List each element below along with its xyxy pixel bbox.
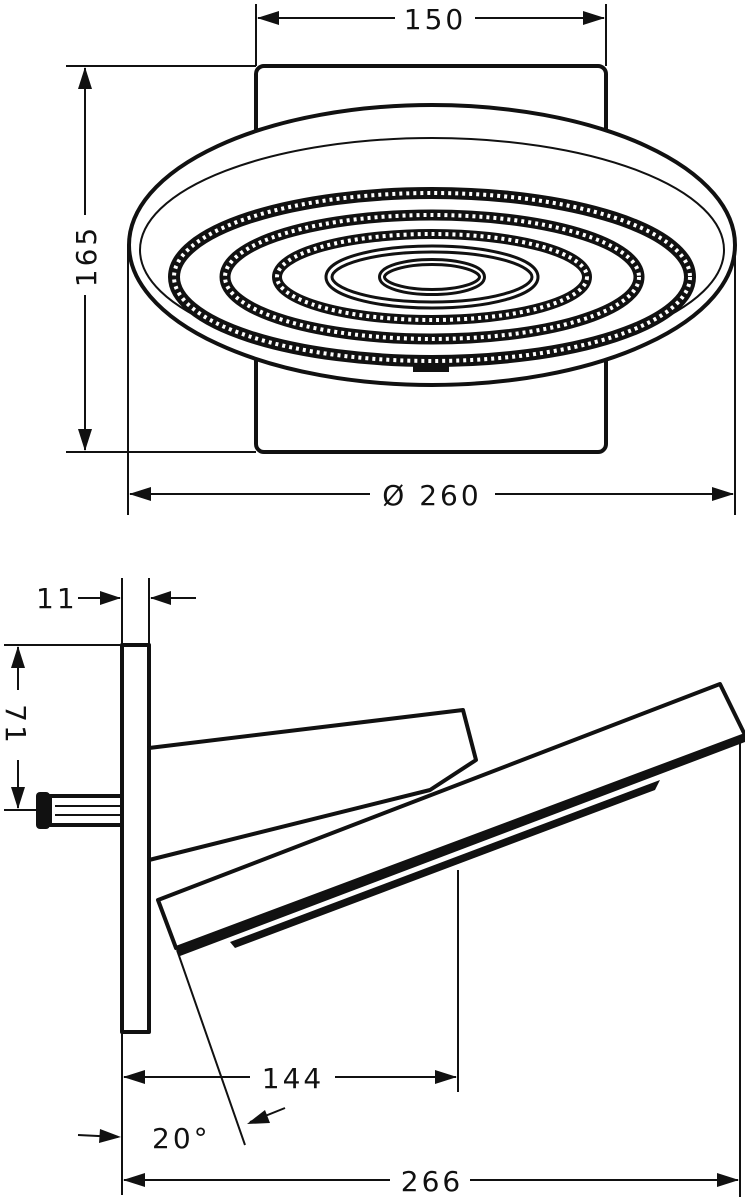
shower-head-side	[156, 682, 745, 950]
dimension-label-144: 144	[262, 1062, 324, 1095]
dimension-260: Ø 260	[127, 245, 736, 515]
dimension-144: 144	[121, 870, 459, 1195]
dimension-label-260: Ø 260	[382, 479, 481, 512]
dimension-label-20-degrees: 20°	[152, 1122, 211, 1155]
dimension-label-150: 150	[404, 3, 466, 36]
shower-head-face	[176, 735, 745, 956]
dimension-71: 71	[0, 644, 120, 811]
dimension-150: 150	[255, 3, 607, 66]
dimension-angle-20: 20°	[77, 949, 286, 1155]
top-view: 150 165 Ø 260	[66, 3, 737, 515]
side-view: 11 71 144 20° 266	[0, 578, 745, 1198]
wall-plate-side	[120, 643, 151, 1034]
dimension-label-165: 165	[70, 225, 103, 287]
dimension-label-266: 266	[401, 1165, 463, 1198]
inlet-pipe	[36, 792, 124, 829]
dimension-label-71: 71	[0, 704, 32, 746]
dimension-11: 11	[36, 578, 196, 645]
dimension-165: 165	[66, 65, 256, 453]
dimension-label-11: 11	[36, 582, 78, 615]
shower-arm	[147, 708, 478, 862]
nozzle-rings	[168, 187, 696, 372]
dimension-266: 266	[123, 738, 741, 1198]
